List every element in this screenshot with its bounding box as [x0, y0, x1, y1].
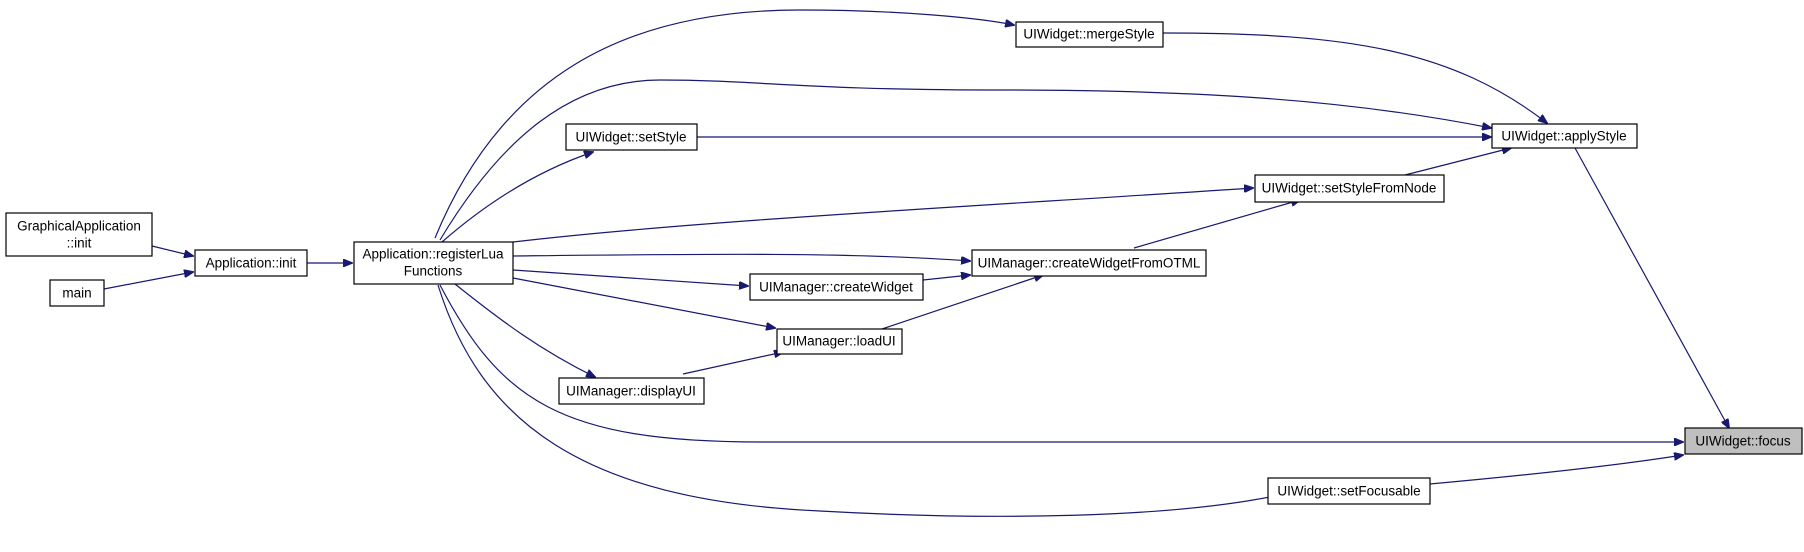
node-uimanager-createwidgetfromotml[interactable]: UIManager::createWidgetFromOTML: [971, 249, 1207, 277]
node-label: UIManager::displayUI: [566, 384, 696, 399]
node-label: UIWidget::setStyleFromNode: [1262, 181, 1437, 196]
node-label: UIWidget::focus: [1695, 434, 1791, 449]
edge-registerlua-to-createwidget: [512, 269, 748, 286]
edge-registerlua-to-createwidgetfromotml: [512, 253, 970, 261]
node-label: UIManager::createWidgetFromOTML: [978, 256, 1201, 271]
node-label-line-2: Functions: [404, 264, 463, 279]
edge-setstylefromnode-to-applystyle: [1404, 148, 1511, 176]
edge-main-to-appinit: [103, 272, 193, 290]
node-label-line-1: GraphicalApplication: [17, 219, 141, 234]
node-uiwidget-focus[interactable]: UIWidget::focus: [1684, 427, 1803, 455]
edge-registerlua-to-applystyle: [439, 79, 1491, 241]
node-uiwidget-setstyle[interactable]: UIWidget::setStyle: [565, 123, 698, 151]
node-label: UIManager::createWidget: [759, 280, 913, 295]
edge-displayui-to-loadui: [682, 352, 783, 375]
node-uimanager-loadui[interactable]: UIManager::loadUI: [776, 328, 903, 355]
edge-registerlua-to-loadui: [512, 277, 775, 328]
node-application-registerluafunctions[interactable]: Application::registerLua Functions: [353, 241, 514, 285]
node-uimanager-displayui[interactable]: UIManager::displayUI: [558, 377, 705, 405]
edge-createwidgetfromotml-to-setstylefromnode: [1133, 200, 1300, 249]
node-label: UIWidget::setFocusable: [1277, 484, 1420, 499]
edge-createwidget-to-createwidgetfromotml: [922, 275, 970, 281]
edge-mergestyle-to-applystyle: [1162, 32, 1547, 123]
edge-loadui-to-createwidgetfromotml: [881, 275, 1043, 330]
edge-registerlua-to-focus: [439, 284, 1683, 442]
node-graphicalapplication-init[interactable]: GraphicalApplication ::init: [5, 212, 153, 257]
edge-registerlua-to-displayui: [454, 283, 595, 377]
node-label-line-1: Application::registerLua: [362, 247, 504, 262]
node-label: main: [62, 286, 91, 301]
edge-registerlua-to-setfocusable: [437, 284, 1297, 517]
node-label: UIWidget::applyStyle: [1501, 129, 1626, 144]
node-label-line-2: ::init: [67, 236, 92, 251]
node-uiwidget-setfocusable[interactable]: UIWidget::setFocusable: [1267, 477, 1431, 505]
edges: [103, 9, 1729, 517]
edge-registerlua-to-setstyle: [441, 152, 593, 243]
edge-registerlua-to-mergestyle: [434, 9, 1014, 239]
node-label: UIManager::loadUI: [782, 334, 895, 349]
node-label: Application::init: [206, 256, 297, 271]
edge-setfocusable-to-focus: [1429, 455, 1683, 485]
node-main[interactable]: main: [49, 279, 105, 307]
node-uiwidget-applystyle[interactable]: UIWidget::applyStyle: [1491, 123, 1638, 149]
node-uimanager-createwidget[interactable]: UIManager::createWidget: [749, 273, 924, 301]
edge-registerlua-to-setstylefromnode: [512, 188, 1253, 243]
edge-gfxinit-to-appinit: [151, 245, 193, 256]
node-uiwidget-setstylefromnode[interactable]: UIWidget::setStyleFromNode: [1254, 174, 1445, 203]
edge-applystyle-to-focus: [1574, 147, 1729, 428]
node-label: UIWidget::setStyle: [575, 130, 686, 145]
node-label: UIWidget::mergeStyle: [1023, 27, 1154, 42]
node-uiwidget-mergestyle[interactable]: UIWidget::mergeStyle: [1015, 21, 1164, 48]
node-application-init[interactable]: Application::init: [194, 249, 308, 277]
